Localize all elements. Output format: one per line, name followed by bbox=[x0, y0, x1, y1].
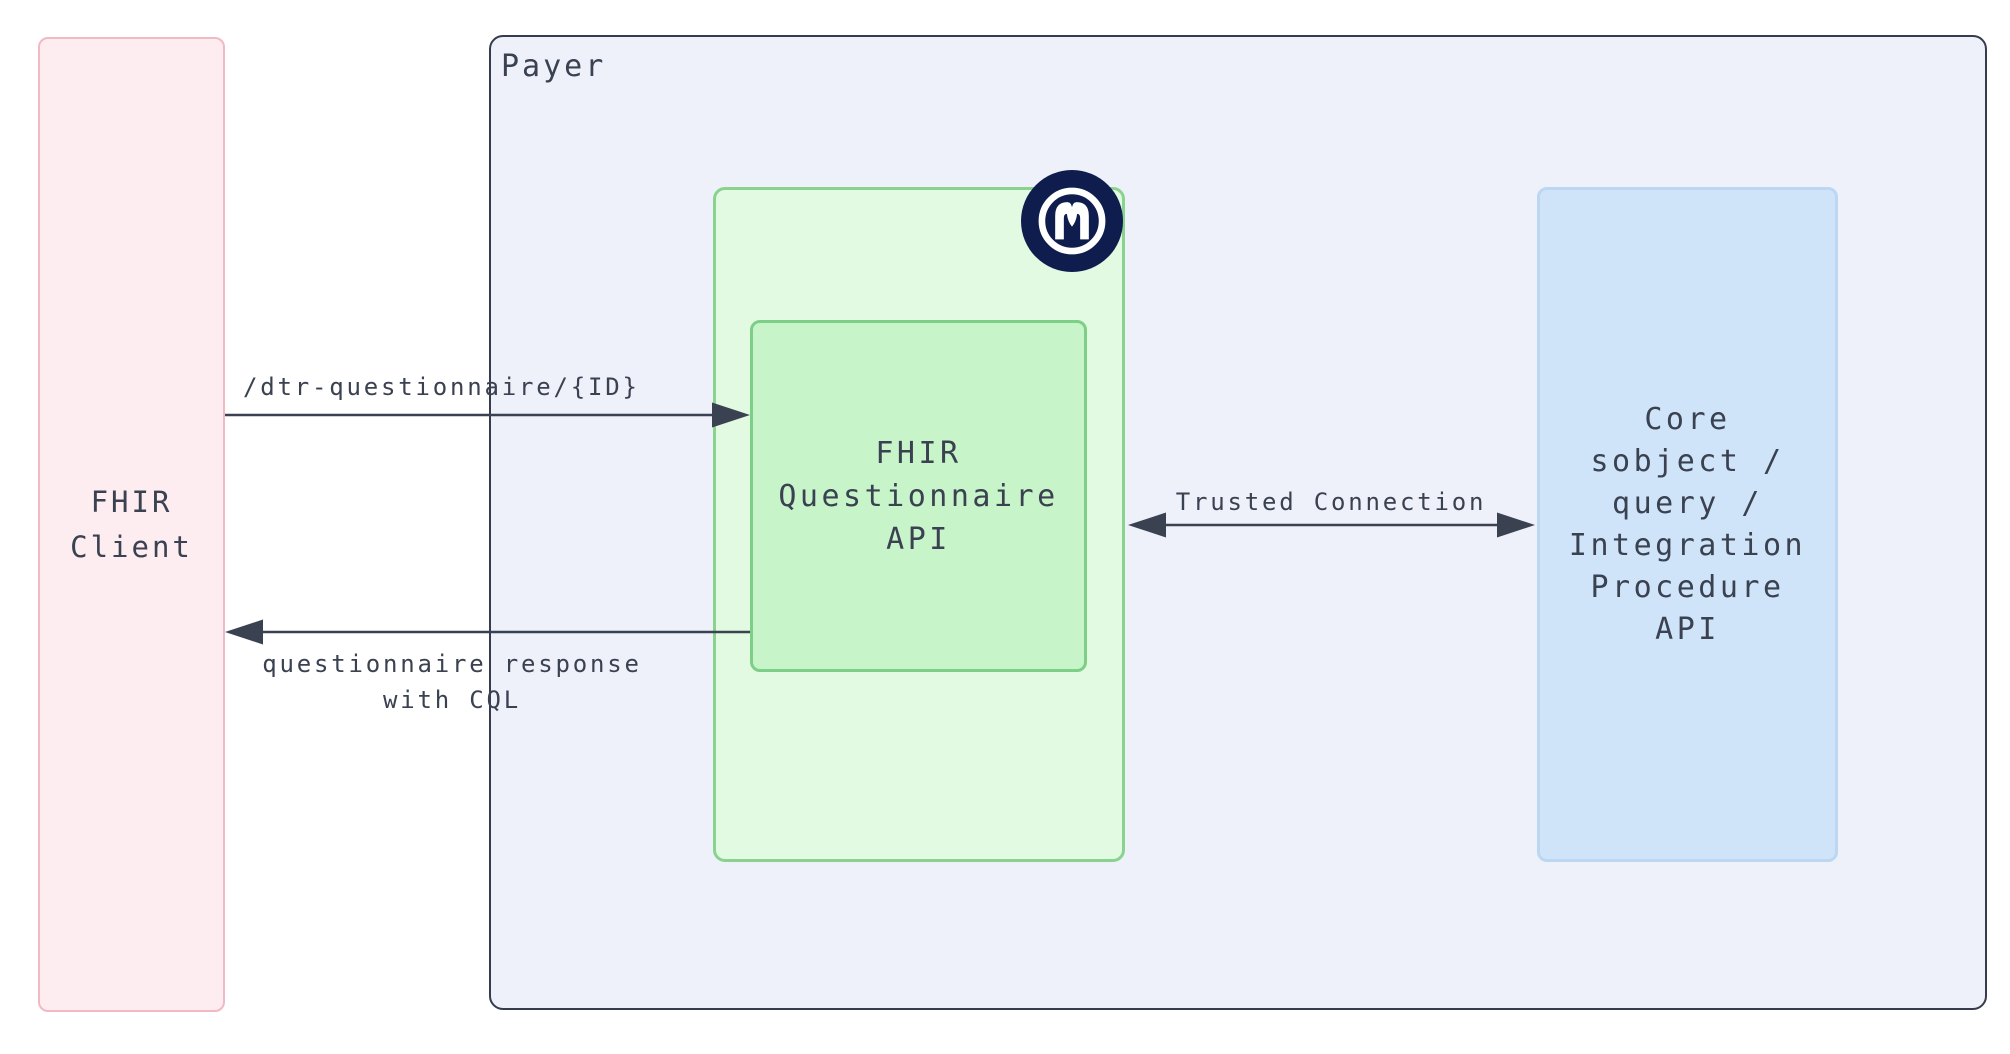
mulesoft-m-glyph bbox=[1038, 187, 1106, 255]
mulesoft-logo-icon bbox=[1021, 170, 1123, 272]
node-fhir-questionnaire-api: FHIR Questionnaire API bbox=[750, 320, 1087, 672]
fhir-client-label: FHIR Client bbox=[70, 484, 193, 564]
node-fhir-client: FHIR Client bbox=[38, 37, 225, 1012]
core-api-label: Core sobject / query / Integration Proce… bbox=[1568, 401, 1807, 647]
payer-title: Payer bbox=[501, 49, 607, 84]
fhir-questionnaire-api-label: FHIR Questionnaire API bbox=[778, 435, 1059, 557]
mulesoft-ring bbox=[1038, 187, 1106, 255]
edge-label-questionnaire-response: questionnaire response with CQL bbox=[262, 650, 642, 714]
edge-label-trusted-connection: Trusted Connection bbox=[1175, 488, 1487, 516]
arrowhead-left-icon bbox=[225, 619, 263, 645]
mulesoft-m-path bbox=[1055, 202, 1089, 240]
edge-label-dtr-questionnaire: /dtr-questionnaire/{ID} bbox=[243, 373, 640, 401]
node-core-api: Core sobject / query / Integration Proce… bbox=[1537, 187, 1838, 862]
